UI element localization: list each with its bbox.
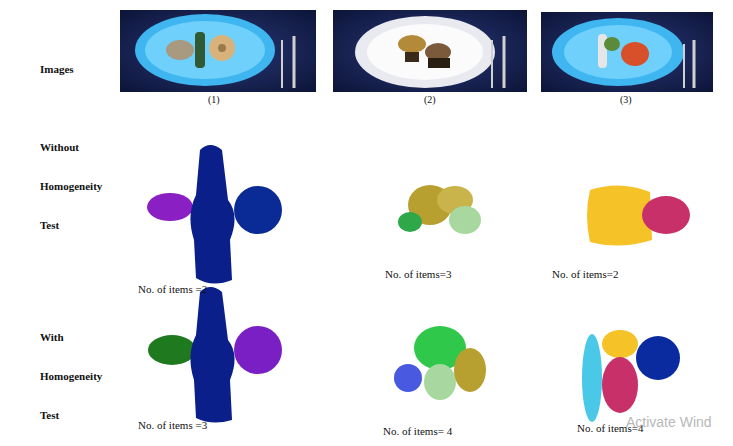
row-label: Without Homogeneity Test (40, 128, 122, 245)
item-count: No. of items =3 (138, 419, 207, 431)
photo (541, 12, 713, 92)
watermark: Activate Wind (626, 414, 712, 430)
row-label: Images (40, 50, 122, 89)
segmentation (394, 326, 486, 400)
segmentation (147, 145, 282, 284)
segmentation (587, 185, 690, 245)
item-count: No. of items= 4 (383, 425, 452, 437)
row-label: With Homogeneity Test (40, 318, 122, 435)
photo (333, 10, 527, 92)
item-count: No. of items =2 (138, 283, 207, 295)
segmentation (398, 185, 481, 234)
segmentation (582, 330, 680, 422)
item-count: No. of items=3 (385, 268, 451, 280)
image-number: (2) (424, 94, 436, 105)
image-number: (1) (208, 94, 220, 105)
segmentation (148, 287, 282, 423)
item-count: No. of items=2 (552, 268, 618, 280)
photo (120, 10, 316, 92)
image-number: (3) (620, 94, 632, 105)
